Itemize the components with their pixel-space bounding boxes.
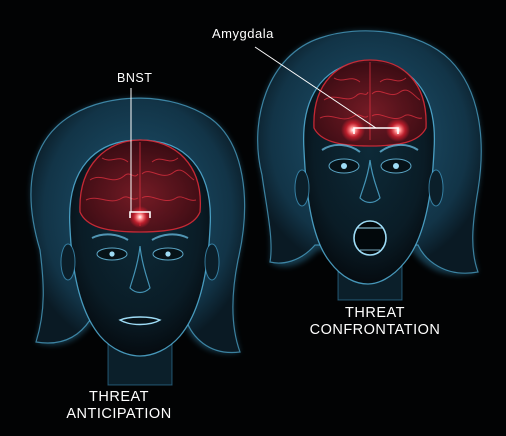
ear-right-a xyxy=(295,170,309,206)
bnst-hotspot xyxy=(129,206,151,228)
bnst-label: BNST xyxy=(117,71,152,85)
caption-threat-confrontation: THREAT CONFRONTATION xyxy=(300,305,450,338)
head-anticipation xyxy=(31,88,245,385)
caption-line-2: CONFRONTATION xyxy=(300,322,450,339)
amygdala-hotspot-left xyxy=(341,118,365,142)
ear-left-a xyxy=(61,244,75,280)
head-confrontation xyxy=(255,31,481,300)
caption-threat-anticipation: THREAT ANTICIPATION xyxy=(64,389,174,422)
caption-line-1: THREAT xyxy=(64,389,174,406)
ear-left-b xyxy=(205,244,219,280)
caption-line-2: ANTICIPATION xyxy=(64,406,174,423)
caption-line-1: THREAT xyxy=(300,305,450,322)
ear-right-b xyxy=(429,170,443,206)
amygdala-label: Amygdala xyxy=(212,27,274,42)
